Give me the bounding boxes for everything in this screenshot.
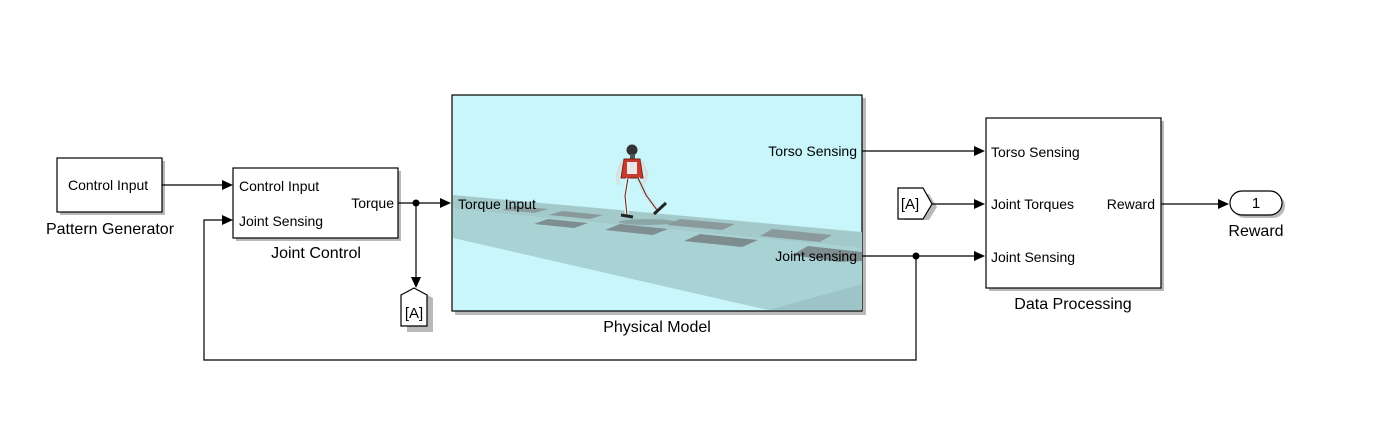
joint-control-input-port-2-label: Joint Sensing [239, 213, 323, 229]
data-processing-input-port-1-label: Torso Sensing [991, 144, 1080, 160]
pattern-generator-output-port-label: Control Input [68, 177, 148, 193]
physical-model-input-port-label: Torque Input [458, 196, 536, 212]
physical-model-output-port-2-label: Joint sensing [775, 248, 857, 264]
outport-number: 1 [1252, 195, 1260, 212]
reward-outport-block[interactable]: 1 [1229, 190, 1285, 218]
data-processing-input-port-3-label: Joint Sensing [991, 249, 1075, 265]
scene-floor [453, 195, 862, 310]
signal-lines [162, 146, 1229, 361]
joint-control-input-port-1-label: Control Input [239, 178, 319, 194]
data-processing-block[interactable]: Torso Sensing Joint Torques Joint Sensin… [985, 117, 1164, 291]
goto-tag-label: [A] [405, 305, 423, 322]
joint-control-block[interactable]: Control Input Joint Sensing Torque [232, 167, 401, 241]
from-tag-block[interactable]: [A] [897, 187, 937, 220]
joint-control-output-port-label: Torque [351, 195, 394, 211]
pattern-generator-title[interactable]: Pattern Generator [46, 221, 175, 238]
signal-joint-sensing-feedback[interactable] [203, 219, 917, 361]
joint-control-title[interactable]: Joint Control [271, 245, 361, 262]
data-processing-output-port-label: Reward [1107, 196, 1155, 212]
physical-model-block[interactable]: Torque Input Torso Sensing Joint sensing [451, 94, 866, 315]
outport-title[interactable]: Reward [1228, 223, 1283, 240]
pattern-generator-block[interactable]: Control Input [56, 157, 165, 215]
from-tag-label: [A] [901, 196, 919, 213]
data-processing-title[interactable]: Data Processing [1014, 296, 1131, 313]
humanoid-robot-figure [615, 144, 675, 225]
goto-tag-block[interactable]: [A] [400, 287, 433, 332]
physical-model-title[interactable]: Physical Model [603, 319, 711, 336]
physical-model-output-port-1-label: Torso Sensing [768, 143, 857, 159]
data-processing-input-port-2-label: Joint Torques [991, 196, 1074, 212]
